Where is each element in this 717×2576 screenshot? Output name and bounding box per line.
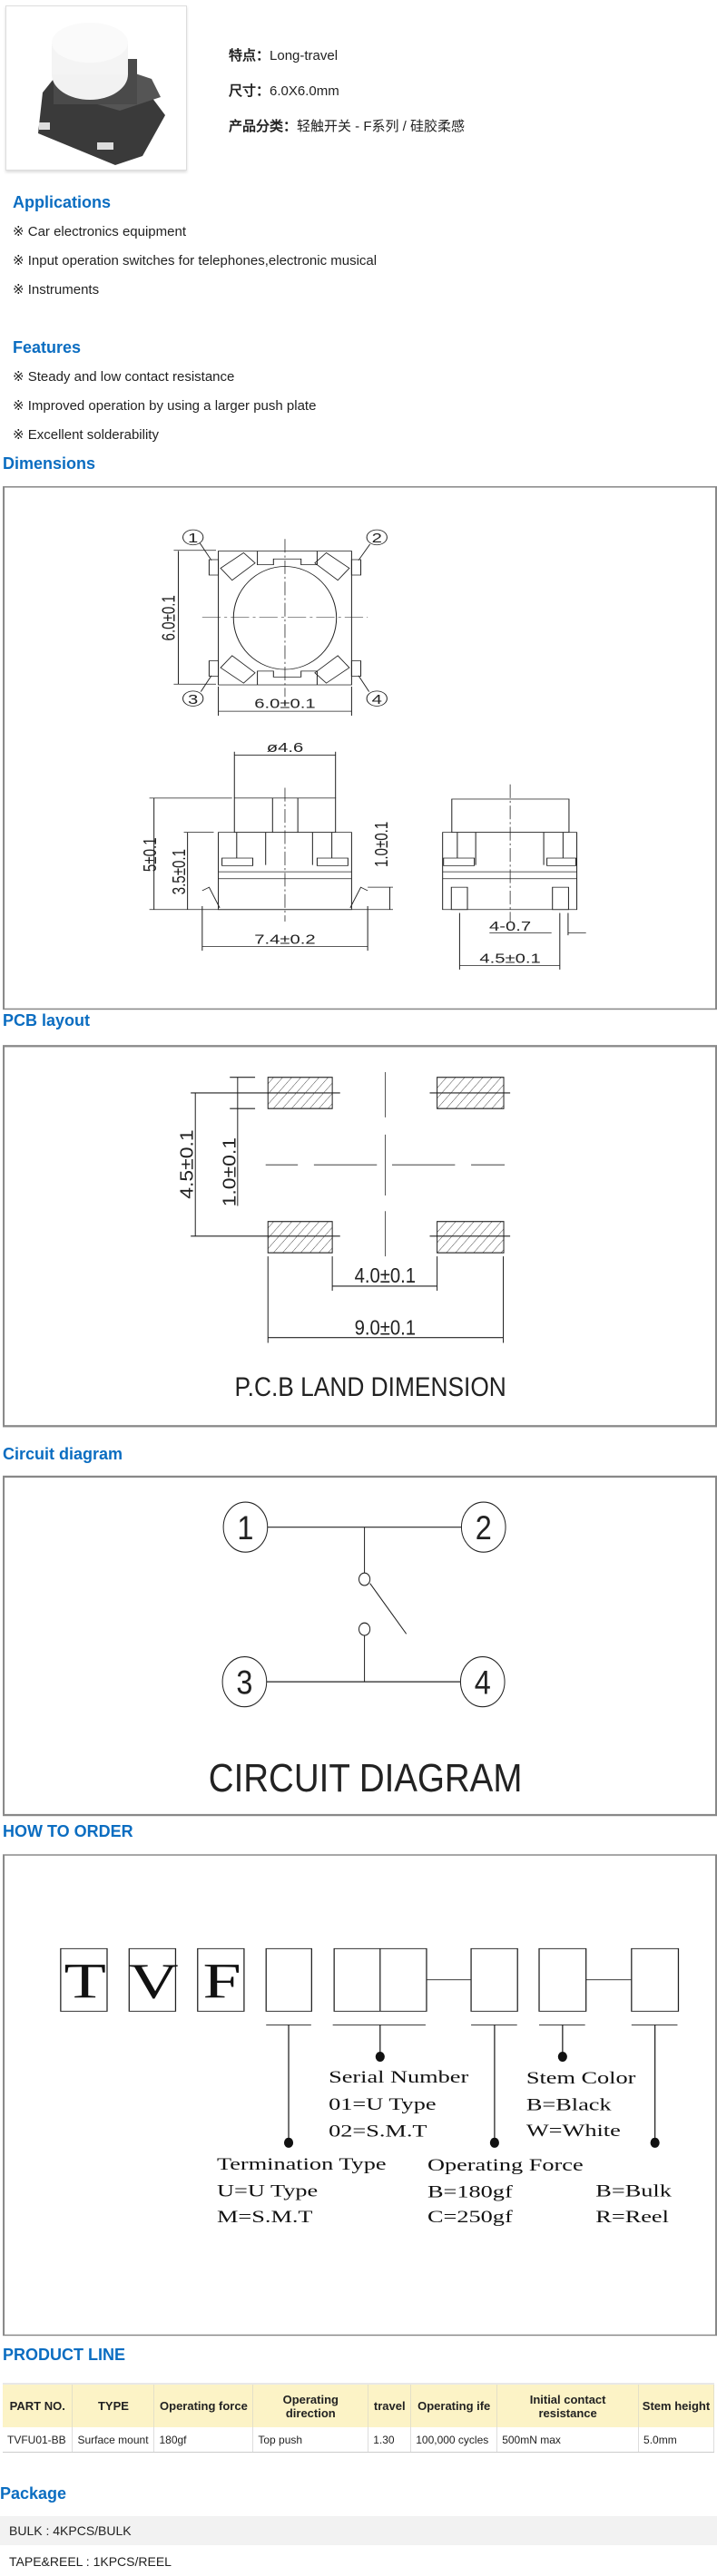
pcb-layout-heading: PCB layout xyxy=(3,1011,91,1029)
pin-2-label: 2 xyxy=(372,531,382,546)
application-item: ※ Input operation switches for telephone… xyxy=(13,253,378,268)
spec-category: 产品分类：轻触开关 - F系列 / 硅胶柔感 xyxy=(229,119,466,134)
pin-4-label: 4 xyxy=(372,691,382,707)
package-option: B=Bulk xyxy=(595,2181,672,2200)
code-letter-v: V xyxy=(129,1954,179,2009)
pcb-land-pads xyxy=(267,1077,505,1254)
operating-force-title: Operating Force xyxy=(427,2154,584,2174)
serial-number-title: Serial Number xyxy=(329,2066,469,2086)
package-item-bulk: BULK : 4KPCS/BULK xyxy=(0,2516,717,2545)
pcb-h-9.0-label: 9.0±0.1 xyxy=(355,1315,416,1340)
circuit-diagram-heading: Circuit diagram xyxy=(3,1445,123,1463)
pcb-and-circuit-drawings: 4.5±0.1 1.0±0.1 4.0±0.1 9.0±0.1 P.C.B LA… xyxy=(3,1045,717,1817)
col-type: TYPE xyxy=(72,2383,155,2427)
package-heading: Package xyxy=(0,2484,67,2503)
tactile-switch-photo xyxy=(38,23,165,165)
ordering-code-diagram: T V F Serial Number 01=U Type 02=S.M.T S… xyxy=(3,1854,717,2337)
pin-3-label: 3 xyxy=(188,691,198,707)
lead-width-label: 4-0.7 xyxy=(489,919,531,934)
pcb-frame xyxy=(3,1045,717,1428)
serial-option: 01=U Type xyxy=(329,2094,436,2114)
how-to-order-heading: HOW TO ORDER xyxy=(3,1822,133,1840)
circuit-pin-1: 1 xyxy=(237,1510,253,1547)
spec-size: 尺寸：6.0X6.0mm xyxy=(229,83,339,99)
cell-operating-direction: Top push xyxy=(252,2427,369,2453)
drawing-frame xyxy=(3,486,717,1010)
pin-3-marker xyxy=(182,690,204,707)
stem-diameter-label: ø4.6 xyxy=(267,739,304,755)
termination-type-title: Termination Type xyxy=(217,2153,387,2173)
termination-option: U=U Type xyxy=(217,2181,318,2200)
dimensions-drawing: 1 2 3 4 6.0±0.1 6.0±0.1 ø4.6 5±0.1 3.5±0… xyxy=(3,486,717,1010)
side-view xyxy=(442,784,586,970)
col-stem-height: Stem height xyxy=(638,2383,714,2427)
cell-stem-height: 5.0mm xyxy=(638,2427,714,2453)
package-item-tape-reel: TAPE&REEL : 1KPCS/REEL xyxy=(9,2554,172,2569)
feature-item: ※ Improved operation by using a larger p… xyxy=(13,398,317,414)
cell-operating-life: 100,000 cycles xyxy=(410,2427,498,2453)
col-operating-force: Operating force xyxy=(153,2383,254,2427)
front-view xyxy=(149,751,393,951)
col-operating-direction: Operating direction xyxy=(252,2383,369,2427)
applications-heading: Applications xyxy=(13,193,112,211)
top-width-label: 6.0±0.1 xyxy=(254,696,315,711)
top-view xyxy=(173,529,388,717)
code-letter-t: T xyxy=(64,1954,105,2009)
feature-item: ※ Excellent solderability xyxy=(13,427,159,443)
cell-type: Surface mount xyxy=(72,2427,155,2453)
cell-contact-resistance: 500mN max xyxy=(496,2427,640,2453)
col-contact-resistance: Initial contact resistance xyxy=(496,2383,640,2427)
order-frame xyxy=(3,1854,717,2337)
col-part-no: PART NO. xyxy=(3,2383,74,2427)
force-option: B=180gf xyxy=(427,2181,513,2201)
circuit-frame xyxy=(3,1475,717,1817)
width-label: 7.4±0.2 xyxy=(254,932,315,947)
product-line-table: PART NO. TYPE Operating force Operating … xyxy=(3,2383,714,2453)
features-heading: Features xyxy=(13,338,82,356)
height-label: 5±0.1 xyxy=(140,837,161,872)
stem-color-option: B=Black xyxy=(526,2094,612,2114)
pcb-caption: P.C.B LAND DIMENSION xyxy=(235,1371,506,1401)
table-row: TVFU01-BB Surface mount 180gf Top push 1… xyxy=(3,2427,714,2453)
circuit-pin-2: 2 xyxy=(476,1510,492,1547)
pin-2-marker xyxy=(366,529,388,546)
spec-feature: 特点：Long-travel xyxy=(229,48,339,63)
application-item: ※ Car electronics equipment xyxy=(13,224,186,239)
force-option: C=250gf xyxy=(427,2206,513,2226)
pin-1-marker xyxy=(182,529,204,546)
serial-option: 02=S.M.T xyxy=(329,2121,427,2141)
lead-height-label: 1.0±0.1 xyxy=(371,822,392,867)
product-image xyxy=(5,5,187,171)
package-option: R=Reel xyxy=(595,2206,669,2226)
circuit-schematic xyxy=(221,1501,506,1708)
cell-operating-force: 180gf xyxy=(153,2427,254,2453)
cell-travel: 1.30 xyxy=(368,2427,412,2453)
stem-color-option: W=White xyxy=(526,2120,621,2140)
stem-color-title: Stem Color xyxy=(526,2068,636,2088)
pin-1-label: 1 xyxy=(188,531,198,546)
table-header-row: PART NO. TYPE Operating force Operating … xyxy=(3,2383,714,2427)
col-travel: travel xyxy=(368,2383,412,2427)
circuit-caption: CIRCUIT DIAGRAM xyxy=(209,1756,523,1800)
body-height-label: 3.5±0.1 xyxy=(169,849,190,894)
pitch-label: 4.5±0.1 xyxy=(479,951,540,966)
pcb-v-4.5-label: 4.5±0.1 xyxy=(176,1129,197,1198)
dimensions-heading: Dimensions xyxy=(3,454,96,473)
pcb-h-4.0-label: 4.0±0.1 xyxy=(355,1264,416,1288)
pin-4-marker xyxy=(366,690,388,707)
pcb-v-1.0-label: 1.0±0.1 xyxy=(219,1137,240,1206)
circuit-pin-3: 3 xyxy=(236,1665,252,1702)
top-height-label: 6.0±0.1 xyxy=(158,595,179,640)
application-item: ※ Instruments xyxy=(13,282,100,298)
cell-part-no: TVFU01-BB xyxy=(3,2427,74,2453)
termination-option: M=S.M.T xyxy=(217,2206,312,2226)
product-line-heading: PRODUCT LINE xyxy=(3,2346,125,2364)
code-letter-f: F xyxy=(202,1954,241,2009)
col-operating-life: Operating ife xyxy=(410,2383,498,2427)
circuit-pin-4: 4 xyxy=(475,1665,491,1702)
feature-item: ※ Steady and low contact resistance xyxy=(13,369,235,385)
